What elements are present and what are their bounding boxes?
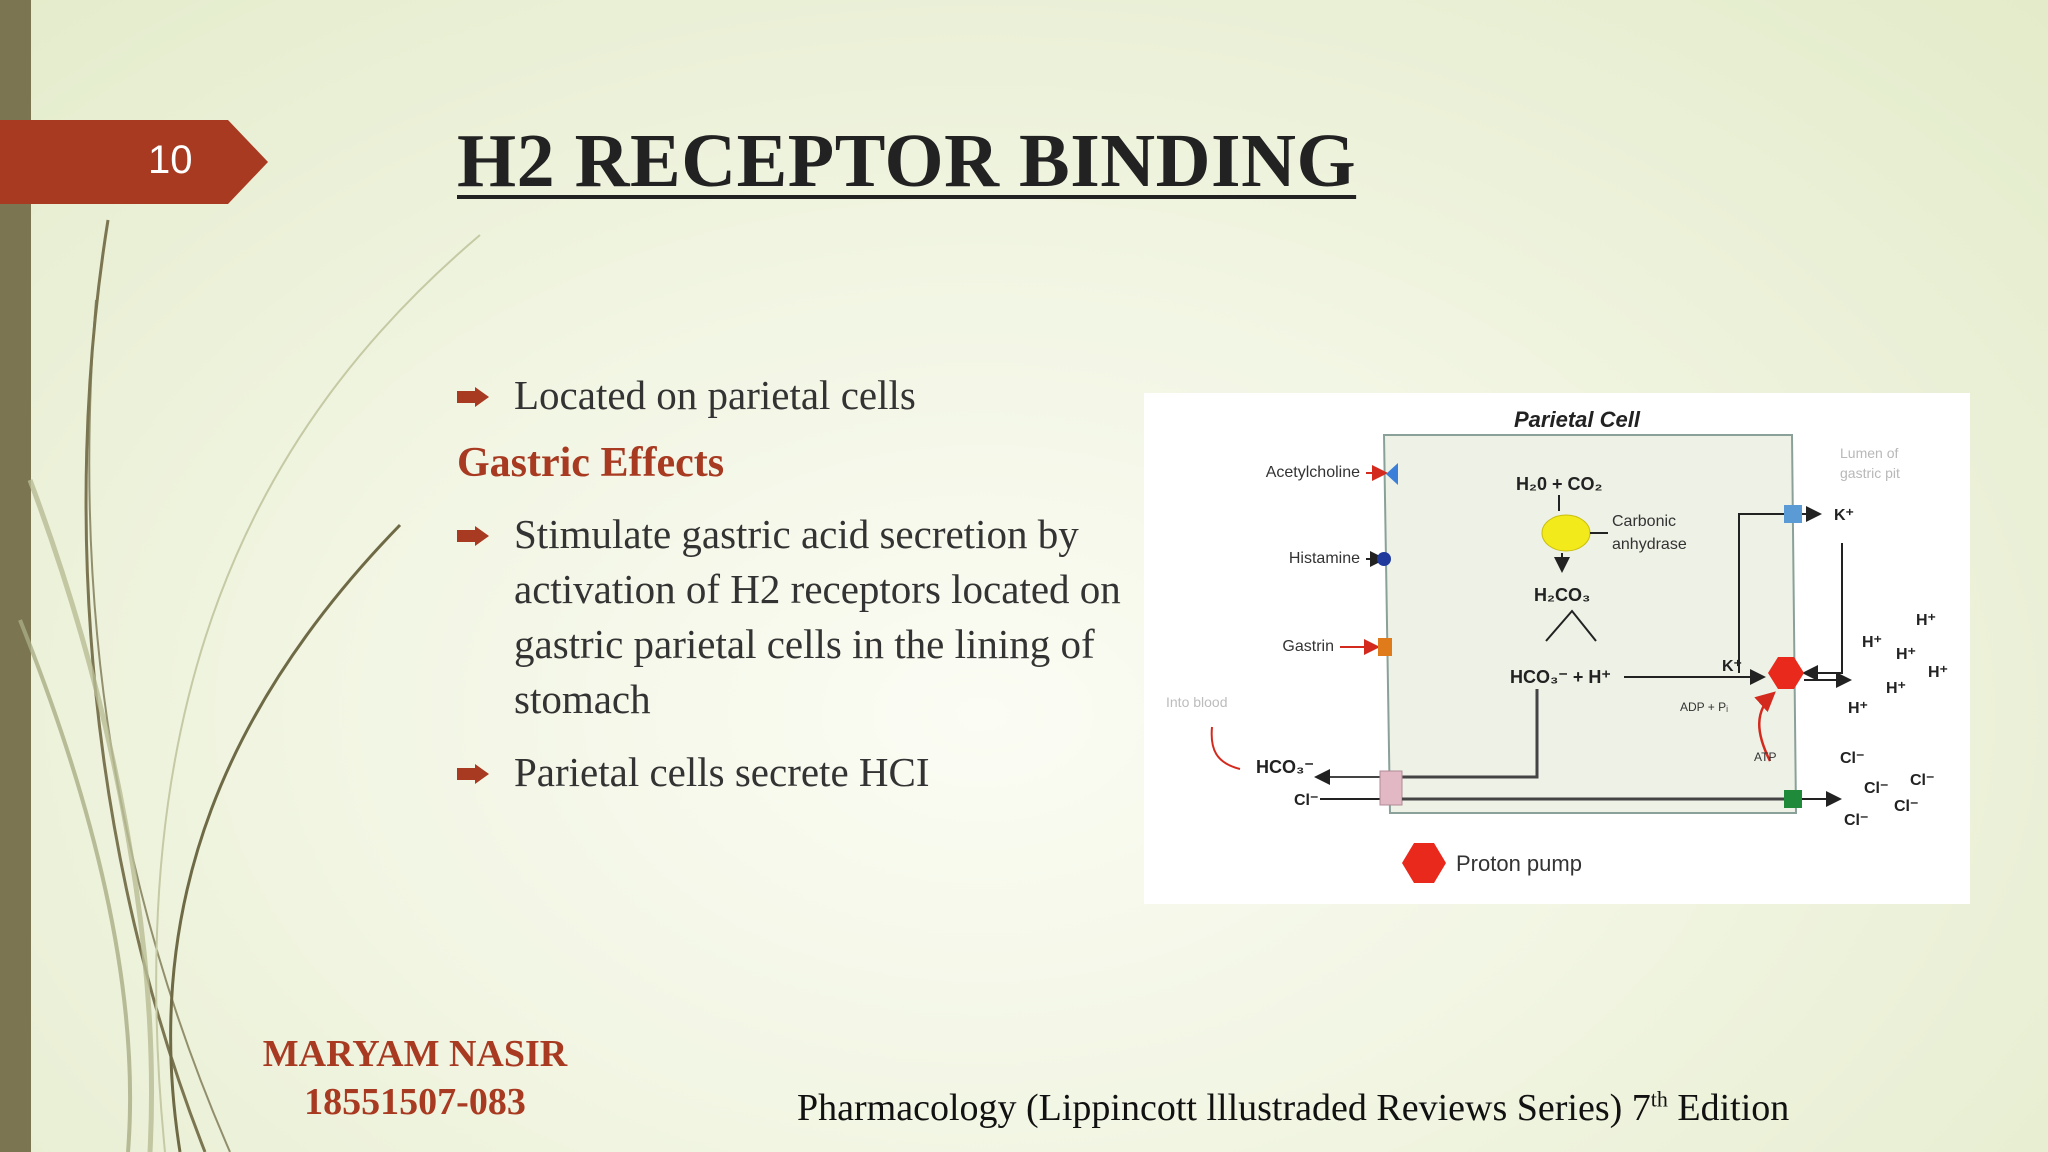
parietal-cell-diagram: Parietal Cell Acetylcholine Histamine Ga… xyxy=(1144,393,1970,904)
slide-body: Located on parietal cells Gastric Effect… xyxy=(457,368,1137,800)
anion-exchanger-icon xyxy=(1379,770,1403,806)
reference-edition: Edition xyxy=(1667,1087,1790,1129)
carbonic-anhydrase-icon xyxy=(1541,514,1591,552)
lumen-chloride: Cl⁻ xyxy=(1840,750,1864,767)
lumen-chloride: Cl⁻ xyxy=(1894,798,1918,815)
slide-title: H2 RECEPTOR BINDING xyxy=(457,119,1357,203)
bullet-text: Parietal cells secrete HCI xyxy=(514,749,930,795)
lumen-label-line2: gastric pit xyxy=(1840,465,1900,481)
potassium-in-arrow xyxy=(1802,543,1843,681)
into-blood-label: Into blood xyxy=(1166,694,1228,710)
bicarbonate-blood-label: HCO₃⁻ xyxy=(1256,757,1314,777)
blood-arrow xyxy=(1210,726,1241,770)
lumen-chloride: Cl⁻ xyxy=(1864,780,1888,797)
lumen-proton: H⁺ xyxy=(1862,634,1882,651)
gastrin-receptor-icon xyxy=(1378,638,1392,656)
enzyme-label-line2: anhydrase xyxy=(1612,536,1687,553)
reactants-label: H₂0 + CO₂ xyxy=(1516,474,1603,494)
lumen-proton: H⁺ xyxy=(1916,612,1936,629)
reference-superscript: th xyxy=(1650,1086,1668,1112)
histamine-receptor-icon xyxy=(1377,552,1391,566)
author-block: MARYAM NASIR 18551507-083 xyxy=(200,1030,630,1126)
bullet-item: Located on parietal cells xyxy=(457,368,1137,423)
acetylcholine-label: Acetylcholine xyxy=(1266,464,1360,481)
cell-membrane xyxy=(1382,434,1798,814)
reference-text: Pharmacology (Lippincott lllustraded Rev… xyxy=(797,1087,1651,1129)
lumen-label-line1: Lumen of xyxy=(1840,445,1898,461)
potassium-cell-label: K⁺ xyxy=(1722,658,1742,675)
lumen-proton: H⁺ xyxy=(1928,664,1948,681)
atp-arrow xyxy=(1754,691,1776,762)
legend-label: Proton pump xyxy=(1456,851,1582,876)
arrow-bullet-icon xyxy=(457,387,489,407)
arrow-bullet-icon xyxy=(457,526,489,546)
arrow-bullet-icon xyxy=(457,764,489,784)
acetylcholine-receptor-icon xyxy=(1386,463,1398,485)
lumen-proton: H⁺ xyxy=(1848,700,1868,717)
lumen-chloride: Cl⁻ xyxy=(1844,812,1868,829)
potassium-recycle-line xyxy=(1738,513,1784,673)
reference-citation: Pharmacology (Lippincott lllustraded Rev… xyxy=(797,1086,1789,1130)
bullet-text: Located on parietal cells xyxy=(514,372,916,418)
gastrin-label: Gastrin xyxy=(1282,638,1334,655)
bullet-text: Stimulate gastric acid secretion by acti… xyxy=(514,511,1121,722)
slide-number: 10 xyxy=(148,138,193,182)
lumen-chloride: Cl⁻ xyxy=(1910,772,1934,789)
author-id: 18551507-083 xyxy=(304,1081,526,1123)
potassium-channel-icon xyxy=(1784,505,1802,523)
proton-pump-icon xyxy=(1768,657,1804,689)
lumen-proton: H⁺ xyxy=(1886,680,1906,697)
lumen-proton: H⁺ xyxy=(1896,646,1916,663)
adp-label: ADP + Pᵢ xyxy=(1680,700,1728,714)
carbonic-acid-label: H₂CO₃ xyxy=(1534,585,1590,605)
chloride-channel-icon xyxy=(1784,790,1802,808)
potassium-lumen-label: K⁺ xyxy=(1834,507,1854,524)
diagram-title: Parietal Cell xyxy=(1514,407,1641,432)
dissociation-lines xyxy=(1545,609,1597,642)
enzyme-label-line1: Carbonic xyxy=(1612,513,1676,530)
legend-proton-pump-icon xyxy=(1402,843,1446,883)
histamine-label: Histamine xyxy=(1289,550,1360,567)
author-name: MARYAM NASIR xyxy=(262,1033,568,1075)
bullet-item: Parietal cells secrete HCI xyxy=(457,745,1137,800)
bicarbonate-path xyxy=(1394,689,1539,779)
bullet-item: Stimulate gastric acid secretion by acti… xyxy=(457,507,1137,727)
section-heading: Gastric Effects xyxy=(457,440,725,486)
atp-label: ATP xyxy=(1754,750,1776,764)
products-label: HCO₃⁻ + H⁺ xyxy=(1510,667,1611,687)
slide-number-badge: 10 xyxy=(0,120,268,204)
decorative-swoosh-lines xyxy=(18,219,481,1152)
chloride-blood-label: Cl⁻ xyxy=(1294,792,1318,809)
